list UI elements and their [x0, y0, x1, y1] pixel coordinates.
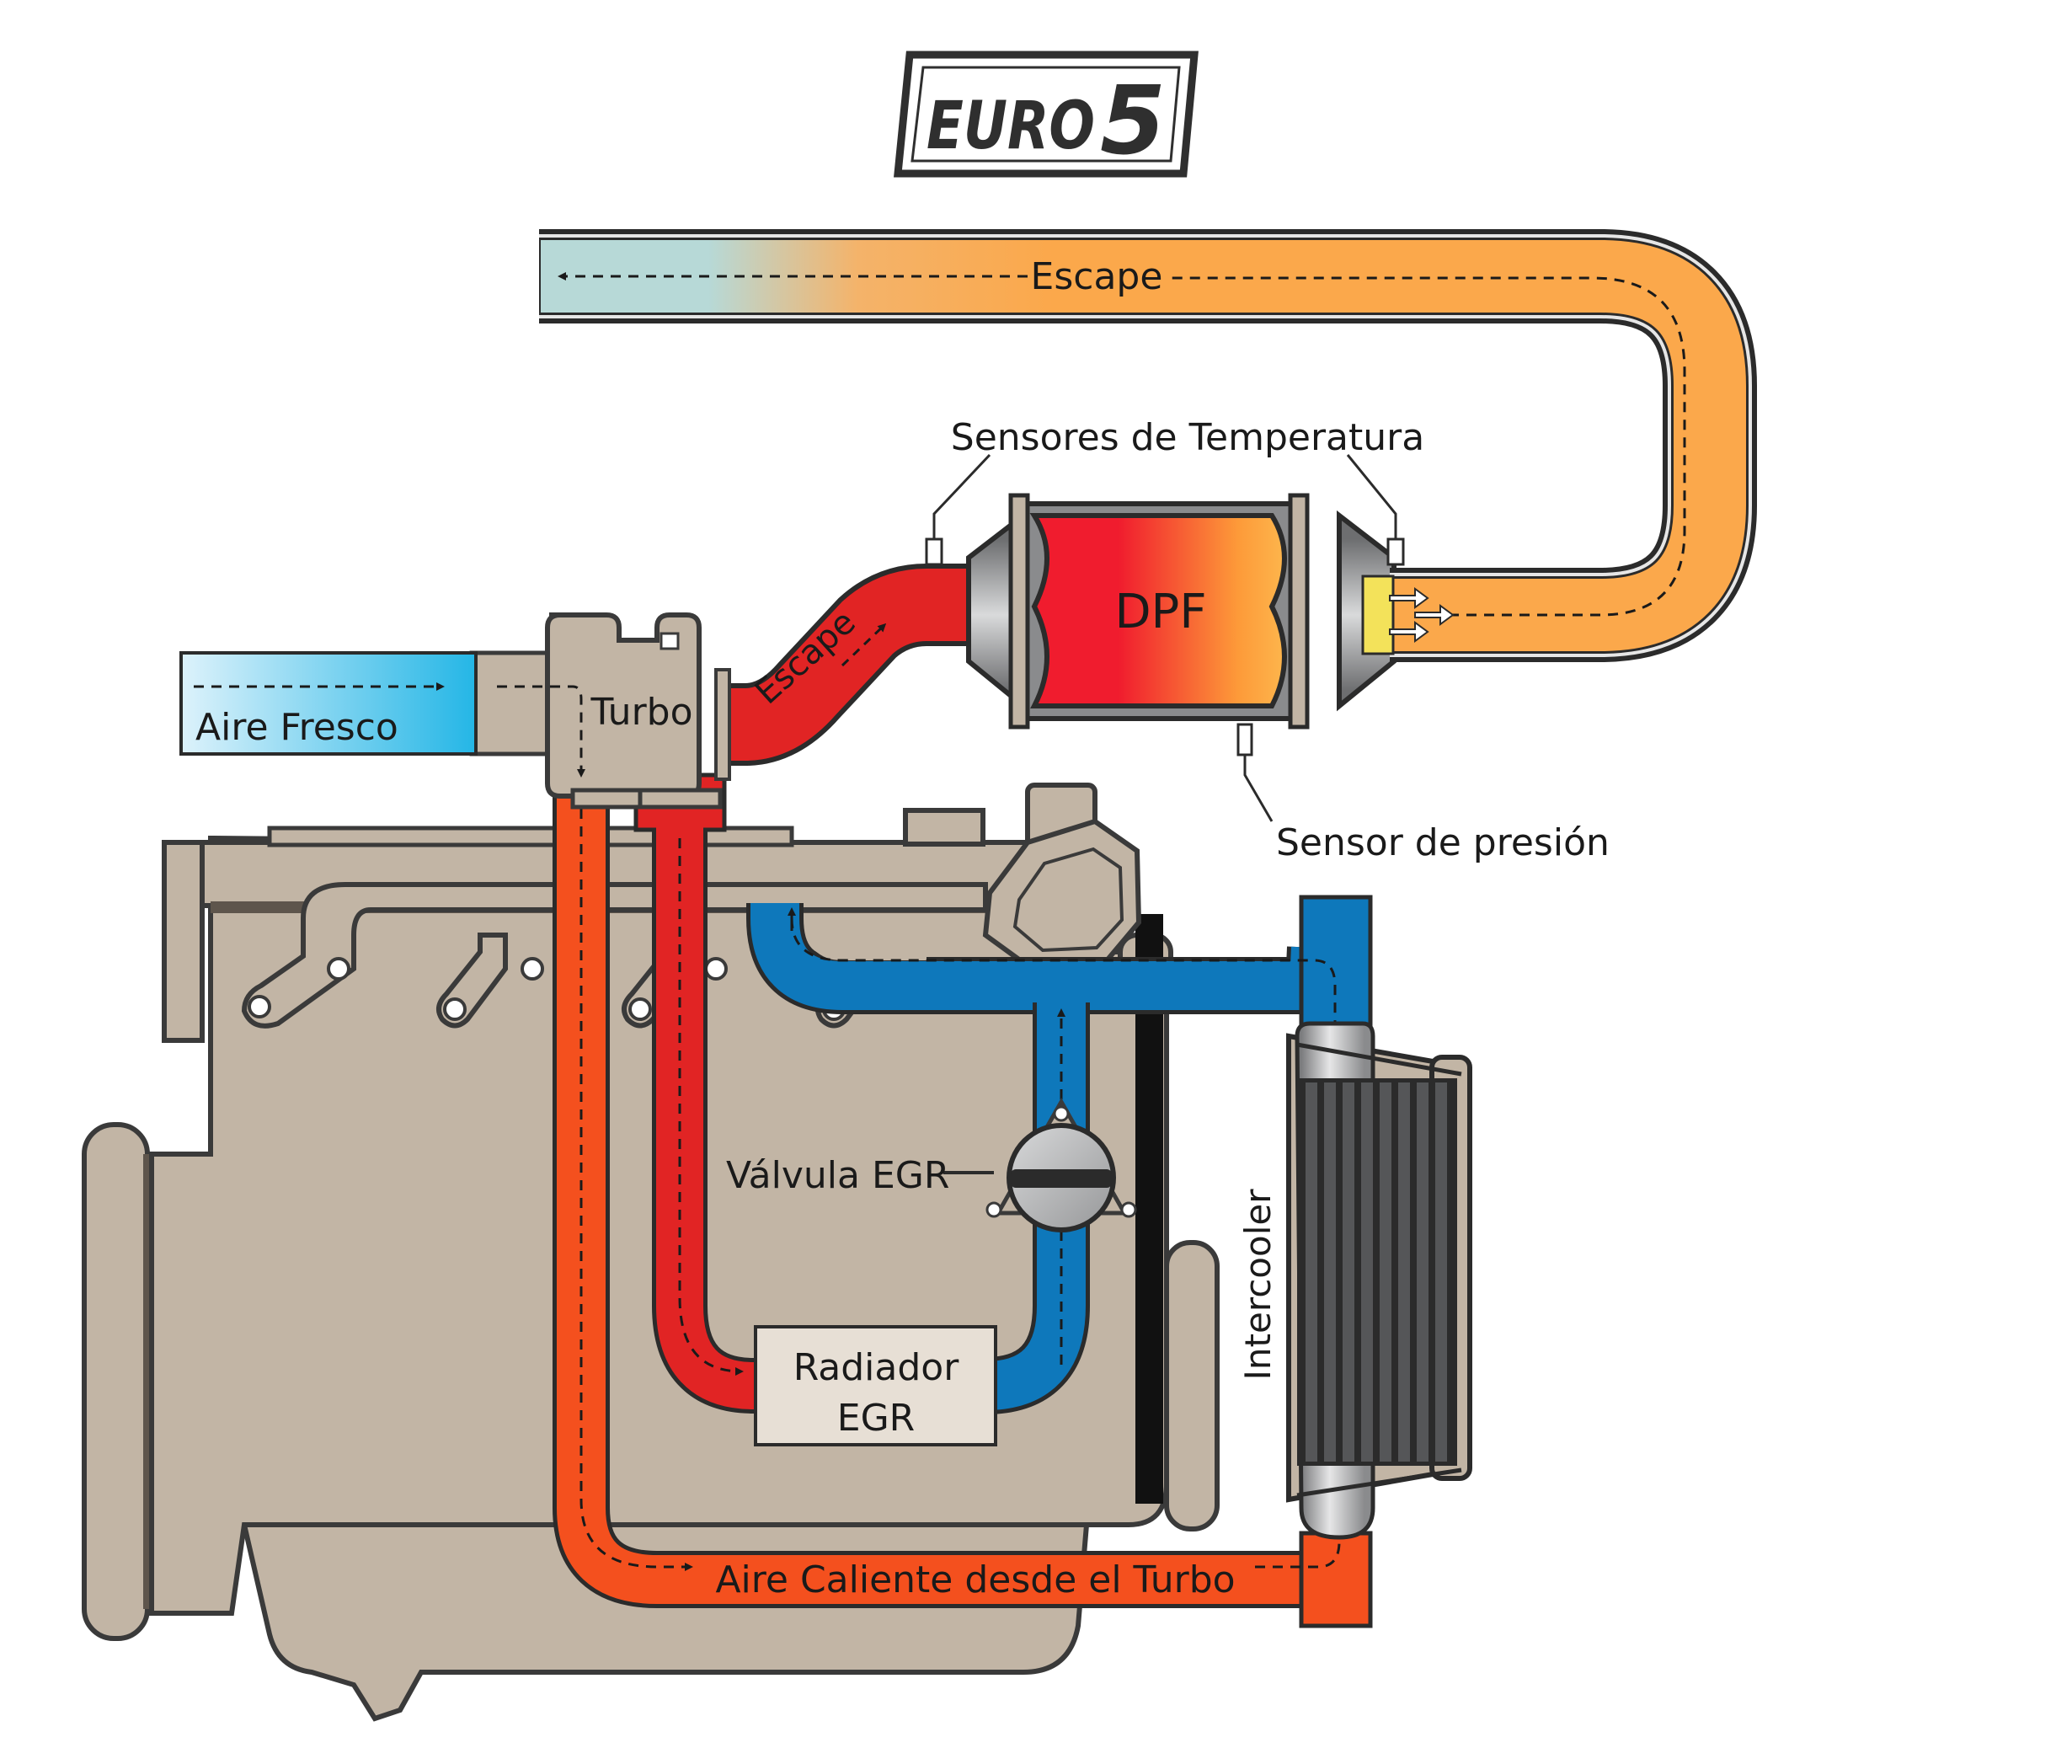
logo-number: 5 — [1100, 67, 1166, 176]
fresh-air-label: Aire Fresco — [195, 706, 398, 749]
fresh-air-duct: Aire Fresco — [179, 651, 478, 756]
logo-text: EURO — [927, 88, 1095, 164]
outflow-arrows — [1389, 587, 1455, 643]
temp-sensors-label: Sensores de Temperatura — [951, 416, 1424, 459]
hot-air-pipe: Aire Caliente desde el Turbo — [553, 792, 1373, 1628]
dpf-unit: DPF — [966, 493, 1396, 730]
intercooler-label: Intercooler — [1237, 1189, 1279, 1381]
egr-radiator: Radiador EGR — [754, 1325, 997, 1446]
tailpipe: Escape — [539, 229, 1757, 662]
intercooler: Intercooler — [1237, 1021, 1472, 1540]
pressure-sensor-label: Sensor de presión — [1276, 821, 1610, 864]
turbo-label: Turbo — [590, 691, 692, 734]
hot-air-label: Aire Caliente desde el Turbo — [715, 1558, 1235, 1601]
dpf-label: DPF — [1114, 585, 1206, 639]
egr-radiator-label-1: Radiador — [793, 1346, 960, 1389]
turbo-exhaust-pipe: Escape — [714, 564, 994, 781]
euro5-logo: EURO 5 — [894, 51, 1199, 178]
egr-radiator-label-2: EGR — [837, 1397, 915, 1440]
turbo-assembly: Aire Fresco Turbo — [179, 612, 723, 810]
sensors: Sensores de Temperatura Sensor de presió… — [726, 416, 1610, 1197]
egr-valve — [943, 1097, 1137, 1232]
egr-valve-label: Válvula EGR — [726, 1154, 949, 1197]
tailpipe-label: Escape — [1031, 255, 1163, 298]
